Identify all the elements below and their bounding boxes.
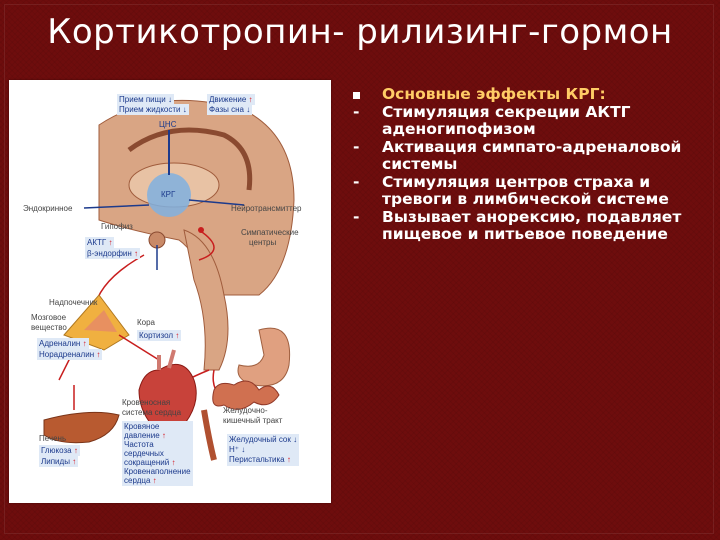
label-cns: ЦНС xyxy=(159,120,177,129)
slide-frame xyxy=(4,4,714,534)
slide-title: Кортикотропин- рилизинг-гормон xyxy=(47,12,673,52)
arrow-adrenal-cortex xyxy=(118,334,160,361)
physiology-diagram: Прием пищи ↓ Прием жидкости ↓ Движение ↑… xyxy=(9,80,331,503)
dash-marker: - xyxy=(353,207,360,226)
label-medulla-1: Мозговое xyxy=(31,313,67,322)
label-medulla-2: вещество xyxy=(31,323,67,332)
label-crh: КРГ xyxy=(161,190,176,199)
brain-fold xyxy=(127,127,253,191)
sympathetic-loop xyxy=(198,229,215,261)
label-cortisol: Кортизол ↑ xyxy=(137,330,182,341)
label-cv-system-2: система сердца xyxy=(122,408,182,417)
effects-list: Основные эффекты КРГ: - Стимуляция секре… xyxy=(353,85,713,244)
square-bullet-icon xyxy=(353,86,373,104)
liver-shape xyxy=(43,411,120,444)
label-fluid-intake: Прием жидкости ↓ xyxy=(117,104,189,115)
label-movement: Движение ↑ xyxy=(207,94,255,105)
adrenal-medulla xyxy=(84,310,117,332)
dash-marker: - xyxy=(353,102,360,121)
heart-vessels xyxy=(157,349,176,370)
dash-marker: - xyxy=(353,172,360,191)
label-cardiac-effects: Кровяное давление ↑ Частота сердечных со… xyxy=(122,421,193,486)
label-endocrine: Эндокринное xyxy=(23,204,73,213)
label-food-intake: Прием пищи ↓ xyxy=(117,94,174,105)
label-adrenal-gland: Надпочечник xyxy=(49,298,98,307)
arrow-crh-endocrine xyxy=(83,204,150,209)
label-gi-tract-2: кишечный тракт xyxy=(223,416,283,425)
label-cv-system-1: Кровеносная xyxy=(122,398,171,407)
label-noradrenaline: Норадреналин ↑ xyxy=(37,349,103,360)
crh-halo xyxy=(147,173,191,217)
list-heading: Основные эффекты КРГ: xyxy=(353,85,713,104)
list-item: - Стимуляция центров страха и тревоги в … xyxy=(353,172,669,208)
label-adrenaline: Адреналин ↑ xyxy=(37,338,89,349)
arrow-crh-neuro xyxy=(188,199,245,206)
label-glucose: Глюкоза ↑ xyxy=(39,445,80,456)
label-gi-tract-1: Желудочно- xyxy=(223,406,268,415)
colon-shape xyxy=(201,409,217,461)
label-beta-endorphin: β-эндорфин ↑ xyxy=(85,248,141,259)
label-hypophysis: Гипофиз xyxy=(101,222,133,231)
label-sleep-phases: Фазы сна ↓ xyxy=(207,104,253,115)
list-item: - Вызывает анорексию, подавляет пищевое … xyxy=(353,207,682,243)
label-sympathetic-centers-2: центры xyxy=(249,238,277,247)
label-sympathetic-centers-1: Симпатические xyxy=(241,228,299,237)
label-lipids: Липиды ↑ xyxy=(39,456,79,467)
label-cortex: Кора xyxy=(137,318,156,327)
intestine-shape xyxy=(212,380,280,410)
sympathetic-dot xyxy=(198,227,204,233)
brainstem-shape xyxy=(183,229,229,371)
list-item: - Стимуляция секреции АКТГ аденогипофизо… xyxy=(353,102,631,138)
label-gi-effects: Желудочный сок ↓ H⁺ ↓ Перистальтика ↑ xyxy=(227,434,300,466)
label-neurotransmitter: Нейротрансмиттер xyxy=(231,204,302,213)
stomach-shape xyxy=(237,327,291,387)
label-acth: АКТГ ↑ xyxy=(85,237,115,248)
list-item: - Активация симпато-адреналовой системы xyxy=(353,137,682,173)
dash-marker: - xyxy=(353,137,360,156)
label-liver: Печень xyxy=(39,434,67,443)
